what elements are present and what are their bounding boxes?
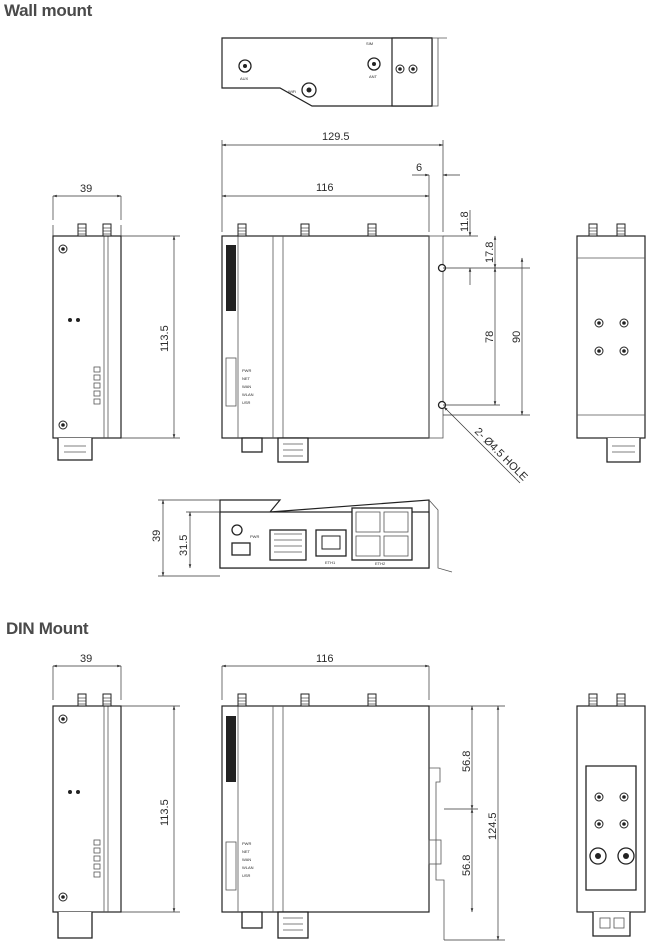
dim-din-width: 116 [316, 653, 334, 665]
wall-mount-title: Wall mount [4, 1, 92, 20]
dim-wall-top-width: 129.5 [322, 131, 350, 143]
dim-wall-hole-pitch-a: 78 [484, 331, 496, 343]
led-label-usr: USR [242, 400, 251, 405]
dim-din-total-height: 124.5 [487, 812, 499, 840]
dim-wall-width: 116 [316, 182, 334, 194]
din-led-label-usr: USR [242, 873, 251, 878]
wall-front-view: PWR NET WAN WLAN USR 129.5 116 6 11.8 [221, 131, 530, 484]
top-label-aux: AUX [240, 76, 249, 81]
dim-wall-side-depth: 39 [80, 183, 92, 195]
dim-din-rail-upper: 56.8 [461, 751, 473, 772]
dim-wall-hole-note: 2- Ø4.5 HOLE [472, 426, 530, 484]
din-left-side-view: 39 113.5 [52, 653, 180, 939]
led-label-wlan: WLAN [242, 392, 254, 397]
wall-front-led-labels: PWR NET WAN WLAN USR [242, 368, 254, 405]
din-mount-title: DIN Mount [6, 619, 89, 638]
dim-wall-bottom-depth: 39 [151, 530, 163, 542]
din-right-side-view [576, 693, 646, 937]
bottom-label-eth1: ETH1 [325, 560, 336, 565]
top-label-sim: SIM [366, 41, 373, 46]
bottom-label-eth2: ETH2 [375, 561, 386, 566]
dim-din-side-depth: 39 [80, 653, 92, 665]
din-led-label-net: NET [242, 849, 251, 854]
din-led-label-wan: WAN [242, 857, 251, 862]
dim-wall-bracket: 6 [416, 162, 422, 174]
dim-wall-height: 113.5 [159, 325, 171, 352]
dim-wall-hole-pitch-b: 90 [511, 331, 523, 343]
dim-wall-hole-top: 11.8 [459, 211, 471, 232]
din-front-view: PWR NET WAN WLAN USR 116 56.8 56.8 124.5 [221, 653, 505, 941]
dim-din-rail-lower: 56.8 [461, 855, 473, 876]
led-label-wan: WAN [242, 384, 251, 389]
dim-din-height: 113.5 [159, 799, 171, 826]
wall-top-view: AUX WiFi ANT SIM [221, 37, 447, 107]
dim-wall-hole-offset: 17.8 [484, 242, 496, 263]
wall-bottom-view: PWR ETH1 ETH2 39 31.5 [151, 499, 453, 577]
wall-right-side-view [576, 223, 646, 463]
led-label-net: NET [242, 376, 251, 381]
dim-wall-bottom-inner: 31.5 [178, 535, 190, 556]
top-label-wifi: WiFi [288, 89, 296, 94]
top-label-ant: ANT [369, 74, 378, 79]
bottom-label-pwr: PWR [250, 534, 259, 539]
din-led-label-pwr: PWR [242, 841, 251, 846]
din-led-label-wlan: WLAN [242, 865, 254, 870]
wall-left-side-view: 39 113.5 [52, 183, 180, 461]
led-label-pwr: PWR [242, 368, 251, 373]
wall-left-leds [93, 366, 101, 405]
